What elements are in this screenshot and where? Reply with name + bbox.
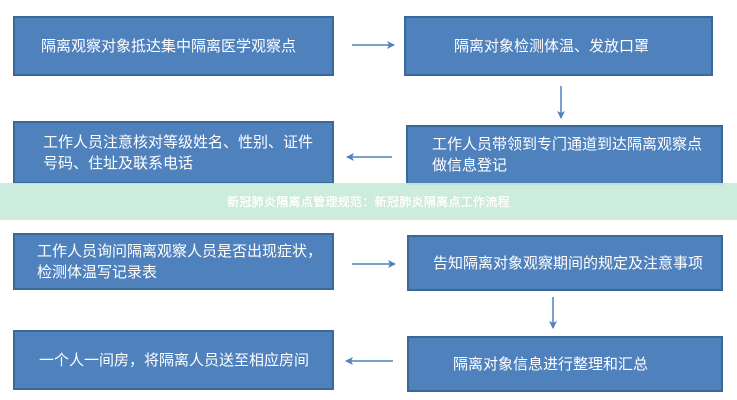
step-6-rules-notice: 告知隔离对象观察期间的规定及注意事项 — [407, 235, 723, 291]
step-6-label: 告知隔离对象观察期间的规定及注意事项 — [433, 253, 704, 272]
step-2-temperature-mask: 隔离对象检测体温、发放口罩 — [404, 16, 713, 76]
step-5-symptom-inquiry: 工作人员询问隔离观察人员是否出现症状， 检测体温写记录表 — [13, 233, 334, 290]
title-banner: 新冠肺炎隔离点管理规范：新冠肺炎隔离点工作流程 — [0, 183, 737, 220]
step-2-label: 隔离对象检测体温、发放口罩 — [454, 36, 650, 55]
step-7-info-summary: 隔离对象信息进行整理和汇总 — [407, 336, 723, 392]
banner-title: 新冠肺炎隔离点管理规范：新冠肺炎隔离点工作流程 — [227, 195, 510, 209]
step-3-registration: 工作人员带领到专门通道到达隔离观察点 做信息登记 — [406, 125, 723, 185]
step-5-label: 工作人员询问隔离观察人员是否出现症状， 检测体温写记录表 — [37, 241, 323, 281]
step-4-verify-info: 工作人员注意核对等级姓名、性别、证件 号码、住址及联系电话 — [13, 121, 334, 184]
step-1-arrival: 隔离观察对象抵达集中隔离医学观察点 — [13, 16, 334, 76]
step-8-label: 一个人一间房，将隔离人员送至相应房间 — [39, 350, 310, 369]
step-8-room-assignment: 一个人一间房，将隔离人员送至相应房间 — [13, 330, 334, 390]
step-4-label: 工作人员注意核对等级姓名、性别、证件 号码、住址及联系电话 — [43, 132, 314, 172]
step-1-label: 隔离观察对象抵达集中隔离医学观察点 — [41, 36, 297, 55]
step-3-label: 工作人员带领到专门通道到达隔离观察点 做信息登记 — [432, 135, 703, 174]
step-7-label: 隔离对象信息进行整理和汇总 — [453, 354, 649, 373]
